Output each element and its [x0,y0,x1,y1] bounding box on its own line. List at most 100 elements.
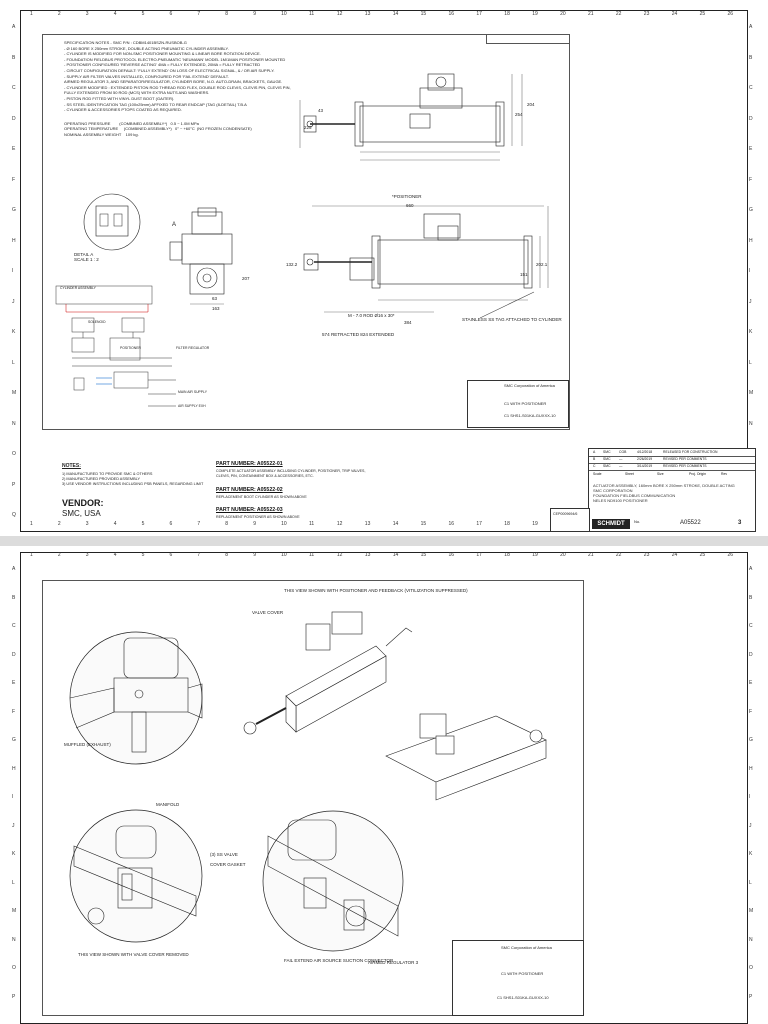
dim-label: 204 [527,102,535,107]
zone-number: 22 [615,552,622,558]
zone-number: 20 [560,11,566,17]
zone-letter: E [749,680,753,686]
dim-label: 384 [404,320,412,325]
zone-number: 6 [169,552,173,558]
detail-view-manifold [69,809,203,943]
zone-letter: E [12,146,16,152]
revision-cell: A [593,450,596,454]
revision-cell: C [593,464,596,468]
cylinder-side-elevation [299,73,523,161]
zone-number: 11 [309,521,315,527]
revision-cell: REVISED PER COMMENTS [663,457,707,461]
zone-letter: H [12,765,16,772]
circuit-label: FILTER REGULATOR [176,346,210,350]
spec-note: - SUPPLY AIR FILTER VALVES INSTALLED, CO… [64,73,229,79]
zone-number: 13 [364,11,371,17]
company-name: SMC Corporation of America [504,383,555,388]
revision-cell: 4/12/2018 [637,450,653,454]
zone-letter: F [749,176,753,183]
zone-letter: M [749,390,754,396]
zone-letter: H [749,237,753,244]
zone-number: 14 [392,521,399,527]
callout-fail-extend: FAIL EXTEND AIR SOURCE SUCTION CONNECTOR [284,958,394,963]
customer-number: CEP0009694/6 [553,512,578,516]
titleblock-desc-line: ACTUATOR ASSEMBLY, 160mm BORE X 250mm ST… [593,483,735,488]
note-item: 3) USE VENDOR INSTRUCTIONS INCLUDING PSB… [62,482,204,486]
detail-view-valve [262,810,404,952]
zone-number: 6 [169,11,173,17]
zone-letter: D [12,115,16,122]
zone-number: 26 [727,11,734,17]
company-logo-text: SCHMIDT [597,521,625,527]
zone-letter: J [12,298,15,305]
circuit-label: POSITIONER [120,346,141,350]
zone-number: 6 [169,521,173,527]
zone-number: 23 [643,11,650,17]
zone-number: 24 [671,11,678,17]
circuit-label: SOLENOID [88,320,106,324]
callout-manifold: MANIFOLD [156,802,180,807]
revision-cell: B [593,457,596,461]
zone-letter: E [749,146,753,152]
spec-notes: SPECIFICATION NOTES - SMC P/N : CDBM1401… [64,40,314,138]
callout-ss-valve: (3) SS VALVE [210,852,238,857]
operating-spec: OPERATING PRESSURE (COMBINED ASSEMBLY*) … [64,120,199,126]
zone-number: 11 [309,552,315,558]
company-logo: SCHMIDT [592,519,630,529]
detail-a-label: DETAIL A SCALE 1 : 2 [74,252,99,262]
zone-number: 13 [364,521,371,527]
zone-letter: F [749,708,753,715]
revision-cell: — [619,464,623,468]
zone-letter: K [749,329,753,335]
view-a-marker: A [172,222,177,228]
dim-label: 254 [515,112,523,117]
zone-letter: G [12,207,16,213]
dim-label: 151 [520,272,528,277]
dim-label: 225 [304,125,312,130]
zone-letter: M [749,908,754,914]
vendor-label: VENDOR: [62,498,104,508]
zone-number: 10 [281,11,287,17]
zone-letter: B [749,594,753,601]
titleblock-desc-line: FOUNDATION FIELDBUS COMMUNICATION [593,493,676,498]
positioner-label: *POSITIONER [392,194,422,199]
dim-label: 207 [242,276,250,281]
circuit-label: CYLINDER ASSEMBLY [60,286,96,290]
zone-letter: J [12,822,15,829]
zone-number: 1 [30,521,33,527]
zone-number: 11 [309,11,315,17]
zone-number: 16 [448,552,455,558]
circuit-label: AIR SUPPLY EXH [178,404,206,408]
detail-view-exhaust [69,631,203,765]
callout-muffled-exhaust: MUFFLED (EXHAUST) [64,742,111,747]
zone-letter: A [12,566,16,572]
zone-letter: O [12,965,16,971]
zone-letter: L [749,879,752,886]
titleblock-header: Size [657,472,664,476]
note-item: 1) MANUFACTURED TO PROVIDE SMC & OTHERS [62,472,153,476]
zone-number: 17 [476,11,482,17]
part-number-2: PART NUMBER: A05522-02 [216,487,283,493]
zone-number: 25 [699,552,706,558]
revision-cell: SMC [603,464,611,468]
zone-letter: D [749,651,753,658]
zone-number: 23 [643,552,650,558]
part-number-3-desc: REPLACEMENT POSITIONER AS SHOWN ABOVE [216,515,300,519]
zone-number: 9 [253,552,256,558]
isometric-cylinder-main [243,611,413,735]
customer-box: CEP0009694/6 [550,508,590,532]
zone-letter: I [749,268,751,274]
dim-label: 163 [212,306,220,311]
zone-number: 10 [281,521,287,527]
note-item: 2) MANUFACTURED PROVIDED ASSEMBLY [62,477,140,481]
zone-letter: C [12,85,16,91]
zone-letter: K [12,329,16,335]
zone-number: 9 [253,11,256,17]
zone-number: 24 [671,552,678,558]
titleblock-header: Proj. Origin [689,472,706,476]
zone-letter: F [12,708,16,715]
titleblock-desc-line: SMC CORPORATION [593,488,633,493]
spec-note: - CYLINDER MODIFIED : EXTENDED PISTON RO… [64,84,291,90]
